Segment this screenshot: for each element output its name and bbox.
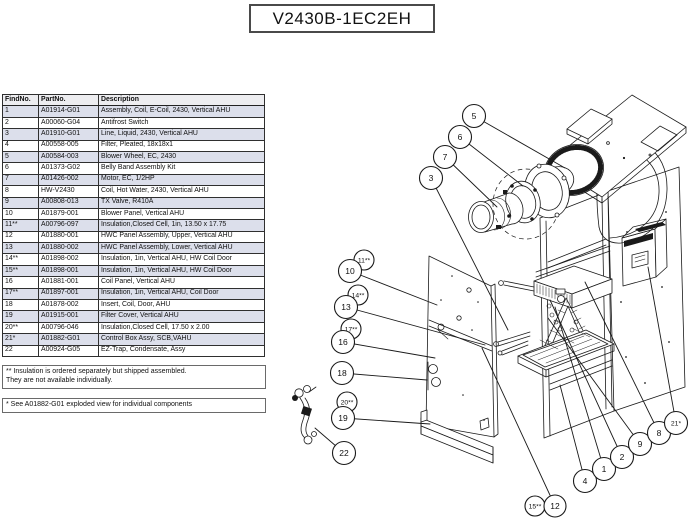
coil-assembly-drawing [493,245,615,378]
callout-15: 15** [524,495,546,517]
svg-text:4: 4 [583,476,588,486]
svg-text:19: 19 [338,413,348,423]
callout-10: 10 [337,258,363,284]
callout-5: 5 [461,103,487,129]
svg-text:12: 12 [550,501,560,511]
insulation-note-line2: They are not available individually. [6,376,113,384]
callout-7: 7 [432,144,458,170]
svg-text:8: 8 [657,428,662,438]
callout-6: 6 [447,124,473,150]
svg-text:17**: 17** [345,326,358,333]
svg-text:18: 18 [337,368,347,378]
callout-13: 13 [333,294,359,320]
svg-text:16: 16 [338,337,348,347]
svg-text:14**: 14** [352,292,365,299]
filter-cover-drawing [420,409,494,464]
callout-9: 9 [627,431,653,457]
door-panel-drawing [425,255,499,438]
callouts: 567311**1014**1317**161820**192215**1241… [314,103,688,518]
svg-text:15**: 15** [529,503,542,510]
insulation-note-line1: ** Insulation is ordered separately but … [6,368,187,375]
svg-text:5: 5 [472,111,477,121]
motor-drawing [468,190,524,233]
callout-19: 19 [330,405,356,431]
svg-text:9: 9 [638,439,643,449]
table-cell: EZ-Trap, Condensate, Assy [98,344,265,358]
svg-text:6: 6 [458,132,463,142]
svg-text:1: 1 [602,464,607,474]
control-box-drawing [621,218,668,287]
svg-text:13: 13 [341,302,351,312]
svg-text:21*: 21* [671,420,682,427]
callout-1: 1 [591,456,617,482]
svg-text:10: 10 [345,266,355,276]
svg-text:7: 7 [443,152,448,162]
callout-16: 16 [330,329,356,355]
model-number-box: V2430B-1EC2EH [249,4,435,33]
svg-text:2: 2 [620,452,625,462]
callout-2: 2 [609,444,635,470]
svg-text:11**: 11** [358,257,371,264]
control-box-note-text: * See A01882-G01 exploded view for indiv… [6,401,193,408]
model-number: V2430B-1EC2EH [272,8,412,28]
callout-18: 18 [329,360,355,386]
svg-text:20**: 20** [341,399,354,406]
callout-22: 22 [331,440,357,466]
callout-21: 21* [663,410,688,436]
callout-4: 4 [572,468,598,494]
callout-12: 12 [543,494,567,518]
control-box-note: * See A01882-G01 exploded view for indiv… [2,398,266,413]
insulation-note: ** Insulation is ordered separately but … [2,365,266,389]
svg-text:22: 22 [339,448,349,458]
svg-text:3: 3 [429,173,434,183]
callout-3: 3 [418,165,444,191]
ez-trap-drawing [292,385,317,445]
